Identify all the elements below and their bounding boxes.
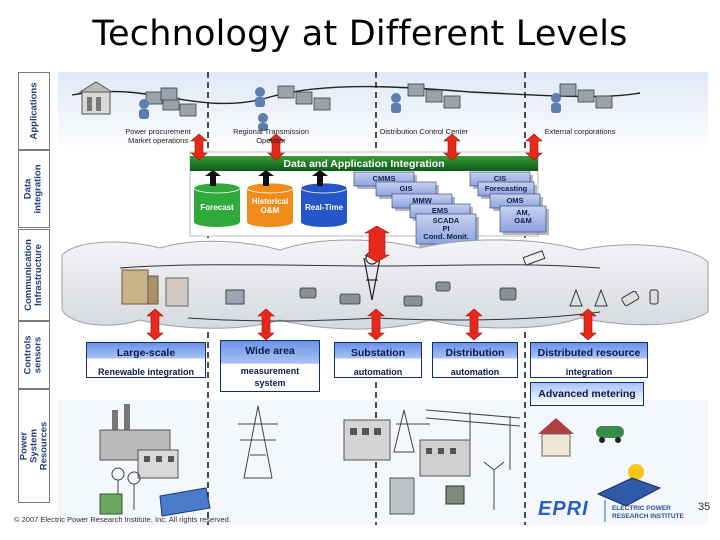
realtime-db-label: Real-Time [305, 203, 344, 212]
house-icon [538, 418, 574, 457]
layer-label-power-system: Power System Resources [18, 389, 50, 503]
layer-label-controls: Controls sensors [18, 321, 50, 389]
advanced-metering-box: Advanced metering [530, 382, 644, 406]
epri-subtitle: ELECTRIC POWER RESEARCH INSTITUTE [612, 505, 684, 520]
substation-building-icon [343, 409, 430, 461]
svg-text:MMW: MMW [412, 196, 432, 205]
site-label-power-procurement: Power procurement Market operations [125, 127, 191, 145]
communication-cloud [61, 239, 709, 330]
layer-label-communication: Communication Infrastructure [18, 229, 50, 321]
red-arrow [190, 133, 208, 161]
forecast-database-icon: Forecast [193, 182, 241, 227]
red-arrow [267, 133, 285, 161]
page-title: Technology at Different Levels [92, 14, 628, 54]
green-building-icon [99, 493, 123, 515]
integration-banner-text: Data and Application Integration [283, 158, 444, 170]
applications-panel [58, 72, 708, 152]
operator-person-icons [139, 87, 561, 131]
copyright-text: © 2007 Electric Power Research Institute… [14, 515, 231, 524]
layer-label-applications: Applications [18, 72, 50, 150]
red-arrow [363, 225, 391, 263]
red-arrow [525, 133, 543, 161]
epri-logo-text: EPRI [538, 498, 589, 520]
site-label-distribution-control: Distribution Control Center [379, 127, 469, 136]
red-arrow [465, 308, 483, 341]
svg-text:OMS: OMS [506, 196, 523, 205]
transmission-tower-small-icon [569, 288, 608, 307]
server-rack-icon [121, 269, 245, 307]
factory-icon [419, 439, 471, 477]
red-arrow [579, 308, 597, 341]
solar-farm-icon [159, 487, 211, 517]
svg-text:AM,O&M: AM,O&M [514, 208, 532, 225]
sun-icon [628, 464, 644, 480]
db-arrows [205, 170, 328, 186]
integration-banner-bg [190, 156, 538, 171]
red-arrows [146, 133, 597, 341]
mobile-phone-icon [621, 289, 659, 307]
svg-text:CMMS: CMMS [373, 174, 396, 183]
workstation-monitors-icon [145, 83, 613, 117]
rooftop-solar-icon [596, 477, 662, 507]
red-arrow [146, 308, 164, 341]
forecast-db-label: Forecast [200, 203, 234, 212]
satellite-icon [522, 250, 546, 266]
transmission-tower-icon [238, 405, 278, 479]
svg-text:CIS: CIS [494, 174, 507, 183]
power-plant-icon [99, 404, 179, 479]
site-label-external-corporations: External corporations [544, 127, 616, 136]
svg-text:GIS: GIS [400, 184, 413, 193]
electric-car-icon [596, 426, 624, 443]
red-arrow [367, 308, 385, 341]
red-arrow [443, 133, 461, 161]
svg-text:EMS: EMS [432, 206, 448, 215]
app-card-am: AM,O&M [499, 205, 549, 235]
office-building-icon [78, 81, 114, 115]
svg-text:Forecasting: Forecasting [485, 184, 528, 193]
network-lines [119, 264, 601, 322]
realtime-database-icon: Real-Time [300, 182, 348, 227]
storage-cabinet-icon [389, 477, 465, 515]
column-separators [207, 72, 526, 525]
modem-devices-icon [299, 281, 517, 307]
layer-label-data-integration: Data integration [18, 150, 50, 228]
page-number: 35 [698, 501, 711, 513]
site-label-regional-transmission: Regional Transmission Operator [233, 127, 309, 145]
